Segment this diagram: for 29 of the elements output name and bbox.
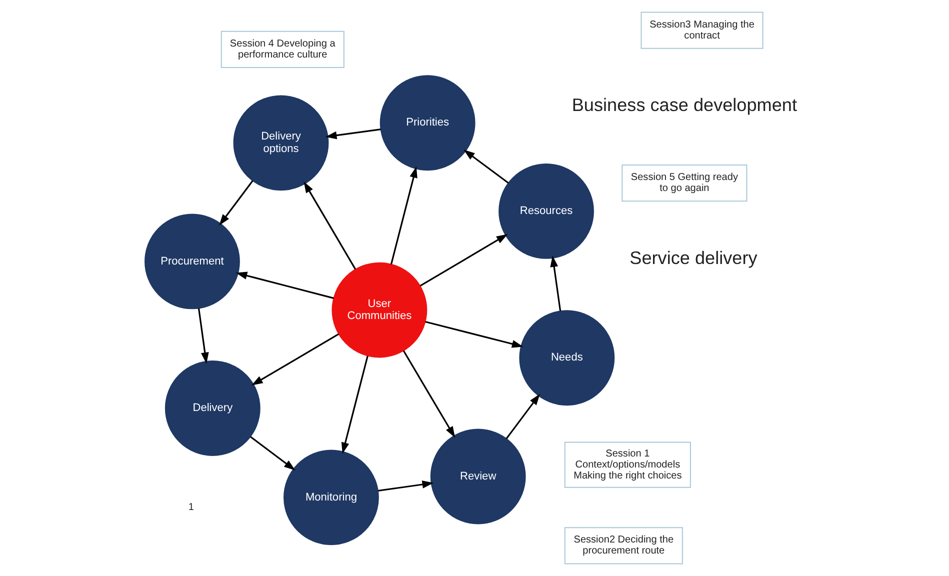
node-circle: Review <box>430 428 526 524</box>
arrow <box>420 234 508 287</box>
arrow <box>341 356 368 454</box>
node-box: Session3 Managing the contract <box>640 12 764 49</box>
node-box: Session2 Deciding the procurement route <box>564 527 683 564</box>
label: Service delivery <box>630 248 758 268</box>
arrow <box>325 128 381 140</box>
arrow <box>198 308 209 364</box>
label: 1 <box>188 502 194 513</box>
node-circle: Delivery <box>164 360 260 456</box>
arrow <box>425 320 524 348</box>
node-circle: Resources <box>498 164 594 259</box>
arrow <box>506 394 540 440</box>
node-circle: Delivery options <box>233 95 329 191</box>
label: Business case development <box>572 95 797 116</box>
arrow <box>402 350 456 438</box>
arrow <box>250 436 296 470</box>
arrow <box>390 166 418 264</box>
arrow <box>550 256 562 312</box>
node-circle: User Communities <box>332 262 428 358</box>
arrow <box>464 150 509 184</box>
node-box: Session 5 Getting ready to go again <box>622 164 748 202</box>
arrow <box>252 333 340 386</box>
arrow <box>304 182 356 270</box>
arrow <box>378 480 434 492</box>
arrow <box>236 272 334 299</box>
node-box: Session 1 Context/options/models Making the right choices <box>564 442 691 488</box>
node-box: Session 4 Developing a performance culture <box>220 30 344 68</box>
arrow <box>219 180 254 226</box>
